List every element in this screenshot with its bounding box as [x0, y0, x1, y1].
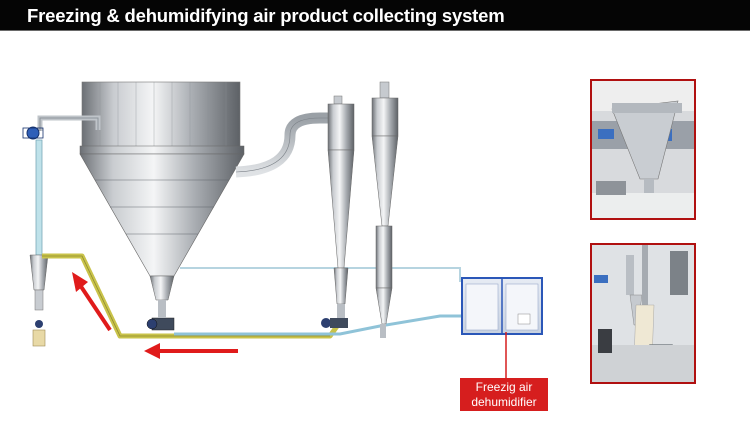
flow-arrow-icon — [72, 272, 112, 332]
fan-motor-icon — [321, 318, 331, 328]
dehumidifier-label-line2: dehumidifier — [471, 395, 537, 409]
chamber-cylinder — [81, 81, 241, 158]
return-pipe — [174, 314, 465, 336]
cyclone-1 — [321, 95, 355, 328]
dehumidifier-label: Freezig air dehumidifier — [460, 378, 548, 411]
dehumidifier-label-line1: Freezig air — [475, 380, 533, 394]
blower-icon — [26, 126, 40, 140]
dehumidifier-unit — [461, 277, 543, 335]
page-title: Freezing & dehumidifying air product col… — [27, 5, 505, 26]
spray-dryer-diagram — [22, 81, 543, 378]
transfer-duct — [235, 112, 336, 178]
chamber-cone — [79, 153, 245, 277]
left-collector — [29, 139, 49, 347]
cyclone-2 — [371, 81, 399, 338]
photo-spray-dryer-room — [590, 243, 696, 384]
inlet-duct — [22, 115, 101, 140]
photo-spray-dryer-top — [590, 79, 696, 220]
flow-arrow-icon — [144, 343, 238, 359]
chamber-ring — [79, 145, 245, 155]
chamber-outlet — [149, 275, 175, 301]
fan-motor-icon — [146, 318, 158, 330]
title-bar: Freezing & dehumidifying air product col… — [0, 0, 750, 31]
fan-motor-icon — [35, 320, 43, 328]
top-return-pipe — [180, 267, 461, 282]
drying-chamber — [79, 81, 245, 331]
collection-bottle — [32, 329, 46, 347]
